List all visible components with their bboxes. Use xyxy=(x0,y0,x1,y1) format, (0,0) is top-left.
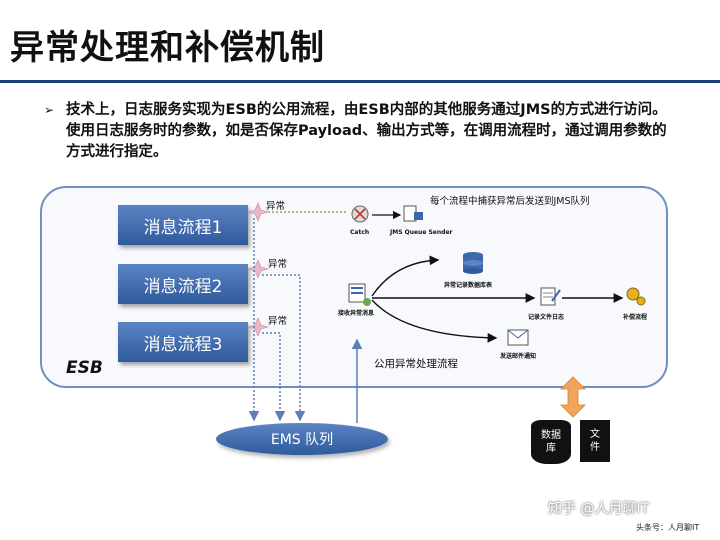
ems-queue: EMS 队列 xyxy=(216,423,388,455)
compensate-label: 补偿流程 xyxy=(623,314,648,321)
catch-icon xyxy=(351,205,369,223)
catch-note: 每个流程中捕获异常后发送到JMS队列 xyxy=(430,196,590,207)
esb-label: ESB xyxy=(66,358,103,378)
exception-star-3 xyxy=(246,317,270,337)
double-arrow-icon xyxy=(560,376,586,418)
to-db-table xyxy=(371,255,440,297)
message-flow-1: 消息流程1 xyxy=(118,205,248,245)
jms-sender-label: JMS Queue Sender xyxy=(390,229,453,236)
slide-title: 异常处理和补偿机制 xyxy=(10,28,325,68)
database-cylinder: 数据库 xyxy=(531,420,571,464)
jms-sender-icon xyxy=(403,205,423,222)
exception-label-1: 异常 xyxy=(266,201,286,212)
file-label: 文件 xyxy=(590,429,600,453)
receive-icon xyxy=(348,283,371,306)
title-rule xyxy=(0,80,720,83)
receive-label: 接收异常消息 xyxy=(338,310,375,317)
email-icon xyxy=(507,329,529,346)
catch-label: Catch xyxy=(350,229,370,236)
log-file-icon xyxy=(540,287,561,306)
common-flow-label: 公用异常处理流程 xyxy=(374,358,458,370)
to-email xyxy=(371,299,498,343)
drop-line-3 xyxy=(262,332,286,422)
log-file-label: 记录文件日志 xyxy=(528,314,565,321)
db-table-label: 异常记录数据库表 xyxy=(444,282,493,289)
drop-line-2 xyxy=(262,274,306,422)
exception-star-2 xyxy=(246,259,270,279)
exception-label-3: 异常 xyxy=(268,316,288,327)
email-label: 发送邮件通知 xyxy=(500,353,537,360)
bullet-arrow-icon: ➢ xyxy=(44,103,55,117)
watermark: 知乎 @人月聊IT xyxy=(548,501,650,517)
source-credit: 头条号：人月聊IT xyxy=(636,523,700,532)
compensate-icon xyxy=(626,287,646,306)
bullet-point: ➢ 技术上，日志服务实现为ESB的公用流程，由ESB内部的其他服务通过JMS的方… xyxy=(44,100,674,163)
bullet-text: 技术上，日志服务实现为ESB的公用流程，由ESB内部的其他服务通过JMS的方式进… xyxy=(66,102,667,160)
exception-star-1 xyxy=(246,202,270,222)
database-label: 数据库 xyxy=(541,430,561,454)
exception-label-2: 异常 xyxy=(268,259,288,270)
message-flow-3: 消息流程3 xyxy=(118,322,248,362)
file-block: 文件 xyxy=(580,420,610,462)
db-table-icon xyxy=(463,252,483,274)
message-flow-2: 消息流程2 xyxy=(118,264,248,304)
